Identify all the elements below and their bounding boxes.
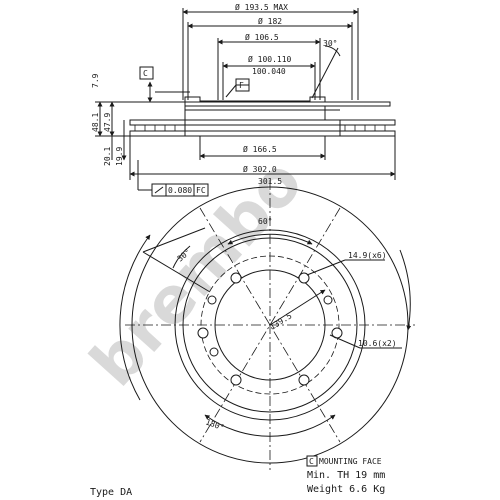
dim-outer-max: Ø 193.5 MAX bbox=[235, 2, 288, 12]
holes-14-9: 14.9(x6) bbox=[348, 251, 387, 260]
dim-100-040: 100.040 bbox=[252, 67, 286, 76]
side-view-section bbox=[95, 8, 396, 197]
mounting-face-datum-box bbox=[306, 455, 318, 467]
tolerance-datum: FC bbox=[196, 186, 206, 195]
datum-f: F bbox=[239, 81, 244, 90]
dim-20-1: 20.1 bbox=[103, 147, 112, 166]
min-thickness: Min. TH 19 mm bbox=[307, 470, 385, 481]
datum-c: C bbox=[143, 69, 148, 78]
dim-48-1: 48.1 bbox=[91, 113, 100, 132]
side-view-labels: Ø 193.5 MAX Ø 182 Ø 106.5 Ø 100.110 100.… bbox=[91, 2, 337, 195]
dim-166-5: Ø 166.5 bbox=[243, 144, 277, 154]
mounting-face-label: MOUNTING FACE bbox=[319, 457, 382, 466]
mounting-face-datum-letter: C bbox=[309, 457, 314, 466]
dim-19-9: 19.9 bbox=[115, 147, 124, 166]
dim-7-9: 7.9 bbox=[91, 73, 100, 88]
dim-47-9: 47.9 bbox=[103, 113, 112, 132]
front-view-section bbox=[119, 180, 415, 470]
dim-106-5: Ø 106.5 bbox=[245, 32, 279, 42]
dim-182: Ø 182 bbox=[258, 16, 282, 26]
pcd-139-5: 139.5 bbox=[268, 311, 293, 331]
dim-301-5: 301.5 bbox=[258, 177, 282, 186]
angle-30-side: 30° bbox=[323, 39, 337, 48]
dim-100-110: Ø 100.110 bbox=[248, 54, 292, 64]
notes-block: C MOUNTING FACE Min. TH 19 mm Weight 6.6… bbox=[90, 457, 385, 498]
holes-10-6: 10.6(x2) bbox=[358, 339, 397, 348]
weight: Weight 6.6 Kg bbox=[307, 484, 385, 495]
dim-302-0: Ø 302.0 bbox=[243, 164, 277, 174]
mounting-holes bbox=[197, 272, 343, 386]
disc-type: Type DA bbox=[90, 487, 132, 498]
angle-60: 60° bbox=[258, 217, 272, 226]
tolerance-value: 0.080 bbox=[168, 186, 192, 195]
